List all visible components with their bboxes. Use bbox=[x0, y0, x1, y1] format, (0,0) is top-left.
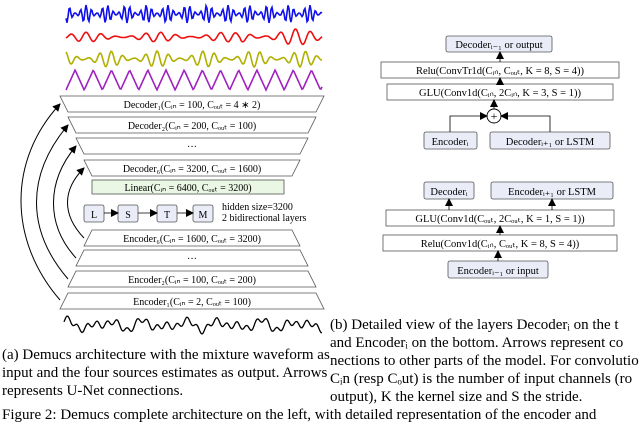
decoder-dots-label: ··· bbox=[187, 142, 197, 153]
skip-arrow-4 bbox=[67, 167, 85, 239]
source-wave-3 bbox=[65, 49, 323, 69]
caption-right-line-4: Cᵢn (resp Cₒut) is the number of input c… bbox=[330, 371, 633, 387]
skip-arrow-1 bbox=[20, 103, 61, 301]
caption-right-line-3: nections to other parts of the model. Fo… bbox=[330, 353, 639, 369]
lstm-note-line-2: 2 bidirectional layers bbox=[222, 213, 307, 224]
encoder-decoder-skip-label: Decoderᵢ bbox=[430, 187, 468, 198]
encoder-output-label: Encoderᵢ₊₁ or LSTM bbox=[508, 187, 597, 198]
caption-right-line-1: (b) Detailed view of the layers Decoderᵢ… bbox=[330, 317, 619, 333]
encoder-2-label: Encoder₂(Cᵢₙ = 100, Cₒᵤₜ = 200) bbox=[128, 275, 256, 286]
decoder-encoder-skip-box bbox=[423, 131, 478, 150]
skip-arrow-2 bbox=[36, 124, 69, 280]
sum-node-symbol: + bbox=[491, 109, 498, 123]
caption-left-line-1: (a) Demucs architecture with the mixture… bbox=[2, 347, 330, 363]
caption-left-line-2: input and the four sources estimates as … bbox=[2, 365, 328, 381]
encoder-relu-label: Relu(Conv1d(Cᵢₙ, Cₒᵤₜ, K = 8, S = 4)) bbox=[421, 239, 580, 250]
decoder-encoder-skip-label: Encoderᵢ bbox=[432, 137, 469, 148]
decoder-6-label: Decoder₆(Cᵢₙ = 3200, Cₒᵤₜ = 1600) bbox=[123, 164, 261, 175]
source-wave-4 bbox=[65, 68, 323, 92]
lstm-cell-t-label: T bbox=[164, 210, 170, 221]
encoder-input-label: Encoderᵢ₋₁ or input bbox=[457, 266, 539, 277]
decoder-arrow-enc-sum bbox=[449, 112, 488, 132]
encoder-glu-label: GLU(Conv1d(Cₒᵤₜ, 2Cₒᵤₜ, K = 1, S = 1)) bbox=[415, 214, 585, 225]
decoder-glu-label: GLU(Conv1d(Cᵢₙ, 2Cᵢₙ, K = 3, S = 1)) bbox=[419, 88, 581, 99]
lstm-cell-l bbox=[83, 204, 105, 223]
decoder-relu-label: Relu(ConvTr1d(Cᵢₙ, Cₒᵤₜ, K = 8, S = 4)) bbox=[416, 66, 585, 77]
decoder-dots-block bbox=[75, 137, 309, 155]
caption-left-line-3: represents U-Net connections. bbox=[2, 383, 184, 399]
encoder-1-label: Encoder₁(Cᵢₙ = 2, Cₒᵤₜ = 100) bbox=[133, 297, 251, 308]
lstm-cell-l-label: L bbox=[91, 210, 97, 221]
skip-arrow-3 bbox=[53, 145, 77, 259]
figure-footer: Figure 2: Demucs complete architecture o… bbox=[2, 407, 597, 423]
encoder-1-block bbox=[59, 292, 325, 310]
linear-label: Linear(Cᵢₙ = 6400, Cₒᵤₜ = 3200) bbox=[124, 183, 251, 194]
encoder-dots-label: ··· bbox=[187, 254, 197, 265]
decoder-6-block bbox=[83, 159, 301, 177]
decoder-arrow-in-sum bbox=[500, 112, 551, 132]
caption-right-line-5: output), K the kernel size and S the str… bbox=[330, 389, 583, 405]
lstm-cell-m-label: M bbox=[199, 210, 208, 221]
encoder-2-block bbox=[67, 270, 317, 288]
decoder-output-label: Decoderᵢ₋₁ or output bbox=[455, 40, 542, 51]
decoder-input-label: Decoderᵢ₊₁ or LSTM bbox=[506, 137, 595, 148]
decoder-1-block bbox=[59, 95, 325, 113]
mixture-waveform bbox=[63, 315, 323, 335]
encoder-6-block bbox=[83, 229, 301, 247]
encoder-dots-block bbox=[75, 249, 309, 267]
decoder-1-label: Decoder₁(Cᵢₙ = 100, Cₒᵤₜ = 4 ∗ 2) bbox=[124, 100, 261, 111]
source-wave-2 bbox=[65, 28, 323, 46]
encoder-6-label: Encoder₆(Cᵢₙ = 1600, Cₒᵤₜ = 3200) bbox=[123, 234, 261, 245]
source-wave-1 bbox=[65, 2, 323, 25]
decoder-2-label: Decoder₂(Cᵢₙ = 200, Cₒᵤₜ = 100) bbox=[128, 121, 256, 132]
caption-right-line-2: and Encoderᵢ on the bottom. Arrows repre… bbox=[330, 335, 624, 351]
linear-block bbox=[91, 179, 285, 195]
lstm-note-line-1: hidden size=3200 bbox=[222, 202, 293, 213]
decoder-2-block bbox=[67, 116, 317, 134]
lstm-cell-s-label: S bbox=[125, 210, 131, 221]
